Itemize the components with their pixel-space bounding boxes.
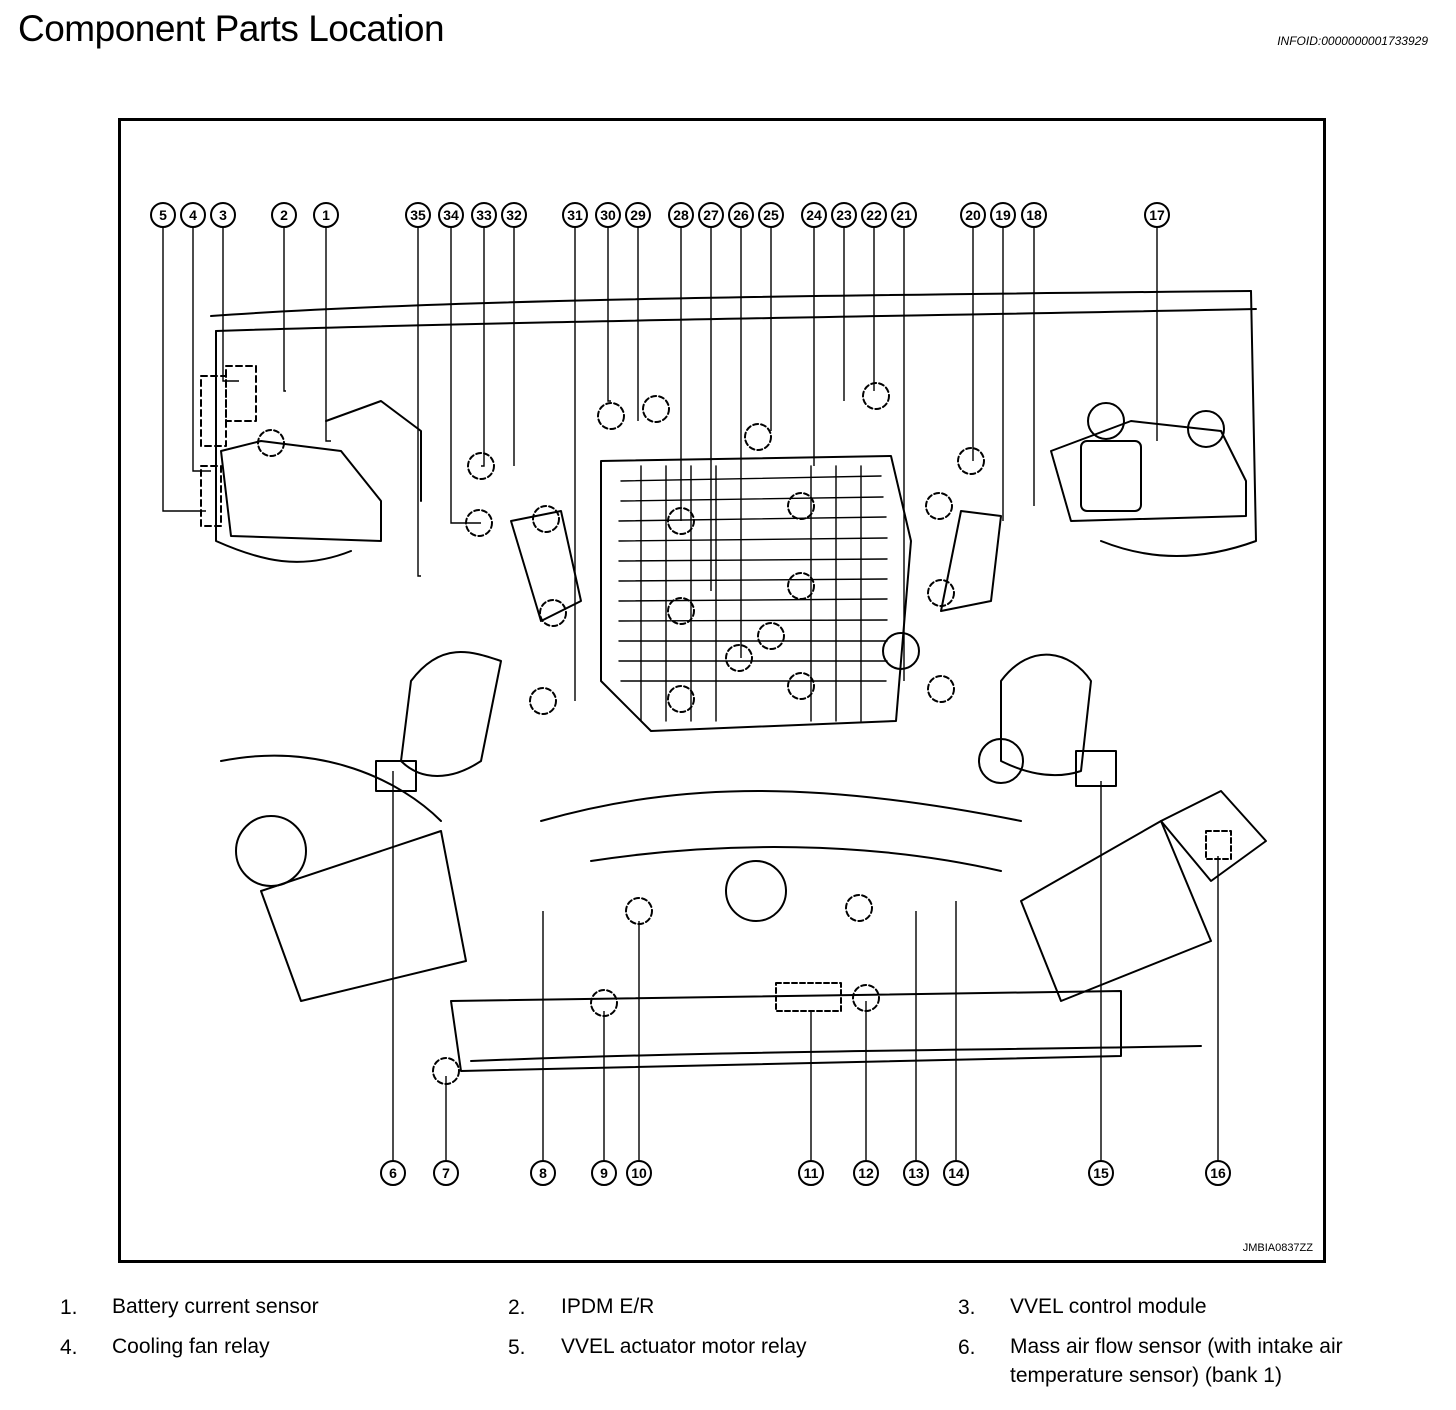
callout-28-label: 28	[673, 207, 689, 223]
callout-14-label: 14	[948, 1165, 964, 1181]
leader-line-3	[222, 227, 239, 382]
figure-code: JMBIA0837ZZ	[1242, 1242, 1313, 1254]
callout-14: 14	[943, 1160, 969, 1186]
legend-item-6-num: 6.	[958, 1336, 976, 1359]
callout-21-label: 21	[896, 207, 912, 223]
legend-item-2-num: 2.	[508, 1296, 526, 1319]
callout-26: 26	[728, 202, 754, 228]
callout-16: 16	[1205, 1160, 1231, 1186]
callout-11: 11	[798, 1160, 824, 1186]
info-id: INFOID:0000000001733929	[1277, 34, 1428, 48]
callout-1: 1	[313, 202, 339, 228]
page-title: Component Parts Location	[18, 8, 445, 49]
callout-34-label: 34	[443, 207, 459, 223]
callout-23: 23	[831, 202, 857, 228]
callout-8: 8	[530, 1160, 556, 1186]
leader-line-35	[417, 227, 421, 577]
callout-13: 13	[903, 1160, 929, 1186]
callout-34: 34	[438, 202, 464, 228]
callout-23-label: 23	[836, 207, 852, 223]
callout-5-label: 5	[159, 207, 167, 223]
callout-4: 4	[180, 202, 206, 228]
callout-7: 7	[433, 1160, 459, 1186]
leader-line-1	[325, 227, 331, 442]
callout-24: 24	[801, 202, 827, 228]
callout-15-label: 15	[1093, 1165, 1109, 1181]
callout-29-label: 29	[630, 207, 646, 223]
leader-line-33	[481, 227, 485, 467]
callout-31: 31	[562, 202, 588, 228]
callout-16-label: 16	[1210, 1165, 1226, 1181]
callout-20-label: 20	[965, 207, 981, 223]
callout-21: 21	[891, 202, 917, 228]
callout-9-label: 9	[600, 1165, 608, 1181]
callout-8-label: 8	[539, 1165, 547, 1181]
callout-15: 15	[1088, 1160, 1114, 1186]
legend-item-4-text: Cooling fan relay	[112, 1335, 270, 1358]
legend-item-6-text: Mass air flow sensor (with intake air te…	[1010, 1335, 1343, 1387]
callout-27: 27	[698, 202, 724, 228]
callout-24-label: 24	[806, 207, 822, 223]
callout-35-label: 35	[410, 207, 426, 223]
callout-9: 9	[591, 1160, 617, 1186]
legend-item-3-num: 3.	[958, 1296, 976, 1319]
callout-35: 35	[405, 202, 431, 228]
callout-19-label: 19	[995, 207, 1011, 223]
leader-line-2	[283, 227, 286, 392]
callout-18: 18	[1021, 202, 1047, 228]
legend-item-5-text: VVEL actuator motor relay	[561, 1335, 807, 1358]
legend-item-4-num: 4.	[60, 1336, 78, 1359]
callout-22-label: 22	[866, 207, 882, 223]
callout-31-label: 31	[567, 207, 583, 223]
callout-20: 20	[960, 202, 986, 228]
callout-12: 12	[853, 1160, 879, 1186]
callout-17: 17	[1144, 202, 1170, 228]
callout-6-label: 6	[389, 1165, 397, 1181]
leader-line-34	[450, 227, 481, 524]
legend-item-3-text: VVEL control module	[1010, 1295, 1207, 1318]
engine-bay-diagram: 5432135343332313029282726252423222120191…	[150, 202, 1267, 1186]
callout-10: 10	[626, 1160, 652, 1186]
callout-33-label: 33	[476, 207, 492, 223]
callout-29: 29	[625, 202, 651, 228]
legend-item-2-text: IPDM E/R	[561, 1295, 655, 1318]
callout-2-label: 2	[280, 207, 288, 223]
callout-4-label: 4	[189, 207, 197, 223]
callout-6: 6	[380, 1160, 406, 1186]
callout-22: 22	[861, 202, 887, 228]
callout-1-label: 1	[322, 207, 330, 223]
callout-28: 28	[668, 202, 694, 228]
callout-3: 3	[210, 202, 236, 228]
legend-item-1-text: Battery current sensor	[112, 1295, 319, 1318]
callout-32: 32	[501, 202, 527, 228]
leader-line-4	[192, 227, 211, 472]
legend-item-1-num: 1.	[60, 1296, 78, 1319]
callout-2: 2	[271, 202, 297, 228]
callout-7-label: 7	[442, 1165, 450, 1181]
callout-27-label: 27	[703, 207, 719, 223]
callout-12-label: 12	[858, 1165, 874, 1181]
callout-30: 30	[595, 202, 621, 228]
callout-26-label: 26	[733, 207, 749, 223]
legend-item-5-num: 5.	[508, 1336, 526, 1359]
callout-25-label: 25	[763, 207, 779, 223]
callout-18-label: 18	[1026, 207, 1042, 223]
callout-10-label: 10	[631, 1165, 647, 1181]
callout-5: 5	[150, 202, 176, 228]
callout-25: 25	[758, 202, 784, 228]
callout-30-label: 30	[600, 207, 616, 223]
callout-32-label: 32	[506, 207, 522, 223]
callout-3-label: 3	[219, 207, 227, 223]
callout-33: 33	[471, 202, 497, 228]
leader-line-30	[607, 227, 611, 402]
callout-17-label: 17	[1149, 207, 1165, 223]
callout-11-label: 11	[804, 1165, 819, 1181]
leader-line-5	[162, 227, 206, 512]
callout-13-label: 13	[908, 1165, 924, 1181]
callout-19: 19	[990, 202, 1016, 228]
